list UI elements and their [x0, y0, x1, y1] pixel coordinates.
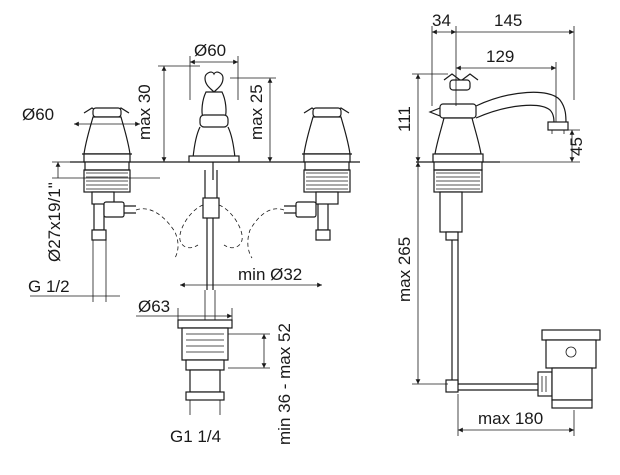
center-spout [179, 71, 243, 290]
dim-reach: 129 [486, 47, 514, 66]
dim-top-total: 145 [494, 11, 522, 30]
dim-spout-diameter: Ø60 [194, 41, 226, 60]
front-dimensions [30, 56, 322, 415]
dim-rod-length: max 180 [478, 409, 543, 428]
dim-top-left: 34 [432, 11, 451, 30]
front-view: Ø60 Ø60 max 30 max 25 Ø27x19/1" min Ø32 … [22, 41, 360, 446]
dim-spout-outlet: 45 [567, 137, 586, 156]
dim-spout-max-height: max 30 [135, 84, 154, 140]
dim-inlet-thread: G 1/2 [28, 277, 70, 296]
dim-waste-range: min 36 - max 52 [275, 323, 294, 445]
dim-spout-height: max 25 [247, 84, 266, 140]
dim-waste-diameter: Ø63 [138, 297, 170, 316]
dim-depth: max 265 [395, 237, 414, 302]
dim-waste-thread: G1 1/4 [170, 427, 221, 446]
dim-hole-diameter: min Ø32 [238, 265, 302, 284]
right-handle [247, 107, 352, 259]
dim-handle-diameter: Ø60 [22, 105, 54, 124]
waste-front [177, 290, 233, 401]
dim-thread: Ø27x19/1" [45, 182, 64, 262]
side-view: 34 145 129 111 45 max 265 max 180 [395, 11, 601, 436]
dim-height: 111 [395, 106, 414, 132]
